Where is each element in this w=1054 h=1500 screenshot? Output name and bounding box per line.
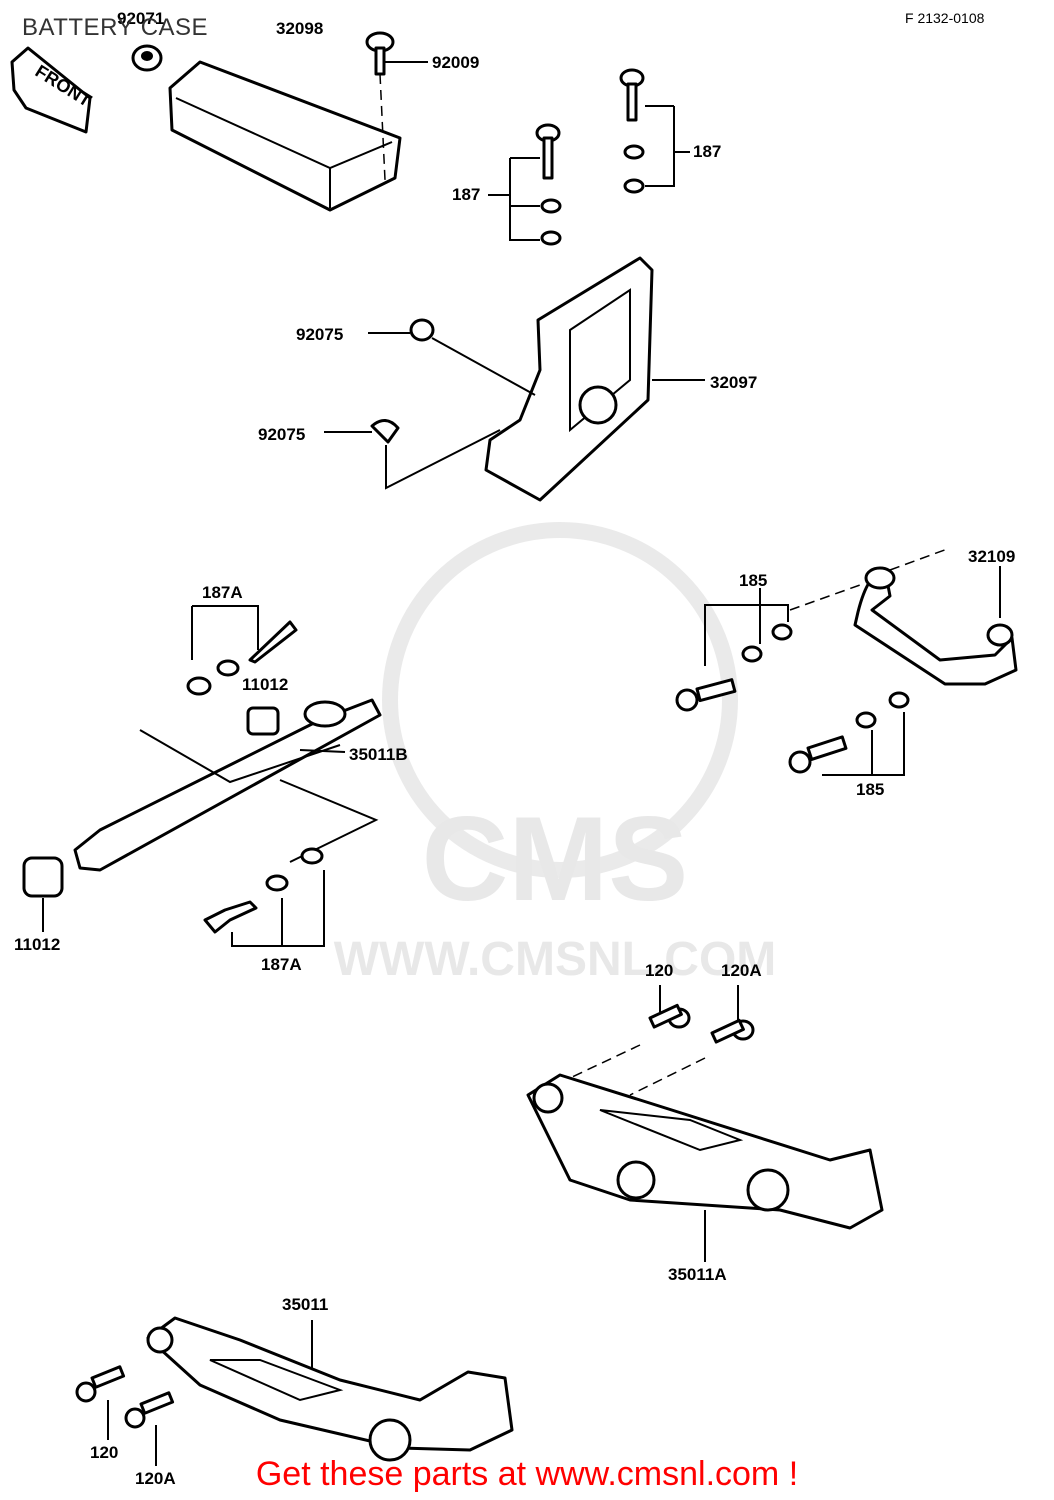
label-32098: 32098: [276, 19, 323, 38]
bar-32109: [675, 547, 1018, 776]
label-32097: 32097: [710, 373, 757, 392]
bolt-92009: [365, 31, 428, 181]
bracket-32097: [484, 256, 705, 502]
cms-watermark: CMS WWW.CMSNL.COM: [334, 522, 777, 986]
label-187A-top: 187A: [202, 583, 243, 602]
get-parts-link[interactable]: Get these parts at www.cmsnl.com !: [255, 1455, 799, 1493]
label-92071: 92071: [117, 9, 164, 28]
grommet-set-92075: [324, 318, 536, 490]
label-120A-top: 120A: [721, 961, 762, 980]
label-35011: 35011: [282, 1295, 328, 1314]
label-92009: 92009: [432, 53, 479, 72]
footrest-bracket-35011A: [526, 985, 884, 1262]
front-arrow-sign: FRONT: [10, 46, 95, 134]
label-120A-bottom: 120A: [135, 1469, 176, 1488]
bolt-set-187: [488, 68, 690, 246]
footrest-bracket-35011: [75, 1316, 514, 1466]
label-187A-bottom: 187A: [261, 955, 302, 974]
label-35011A: 35011A: [668, 1265, 727, 1284]
label-11012-bottom: 11012: [14, 935, 60, 954]
watermark-logo-text: CMS: [422, 792, 689, 926]
label-92075-bottom: 92075: [258, 425, 305, 444]
diagram-code: F 2132-0108: [905, 10, 985, 26]
label-32109: 32109: [968, 547, 1015, 566]
label-92075-top: 92075: [296, 325, 343, 344]
label-11012-top: 11012: [242, 675, 288, 694]
label-120-bottom: 120: [90, 1443, 118, 1462]
label-187-right: 187: [693, 142, 721, 161]
label-120-top: 120: [645, 961, 673, 980]
footrest-bracket-35011B: [22, 605, 382, 947]
label-185-bottom: 185: [856, 780, 884, 799]
label-35011B: 35011B: [349, 745, 408, 764]
label-185-top: 185: [739, 571, 767, 590]
watermark-url-text: WWW.CMSNL.COM: [334, 933, 777, 986]
battery-tray-32098: [168, 60, 402, 212]
label-187-left: 187: [452, 185, 480, 204]
page-title: BATTERY CASE: [22, 14, 209, 41]
grommet-92071: [131, 44, 163, 72]
